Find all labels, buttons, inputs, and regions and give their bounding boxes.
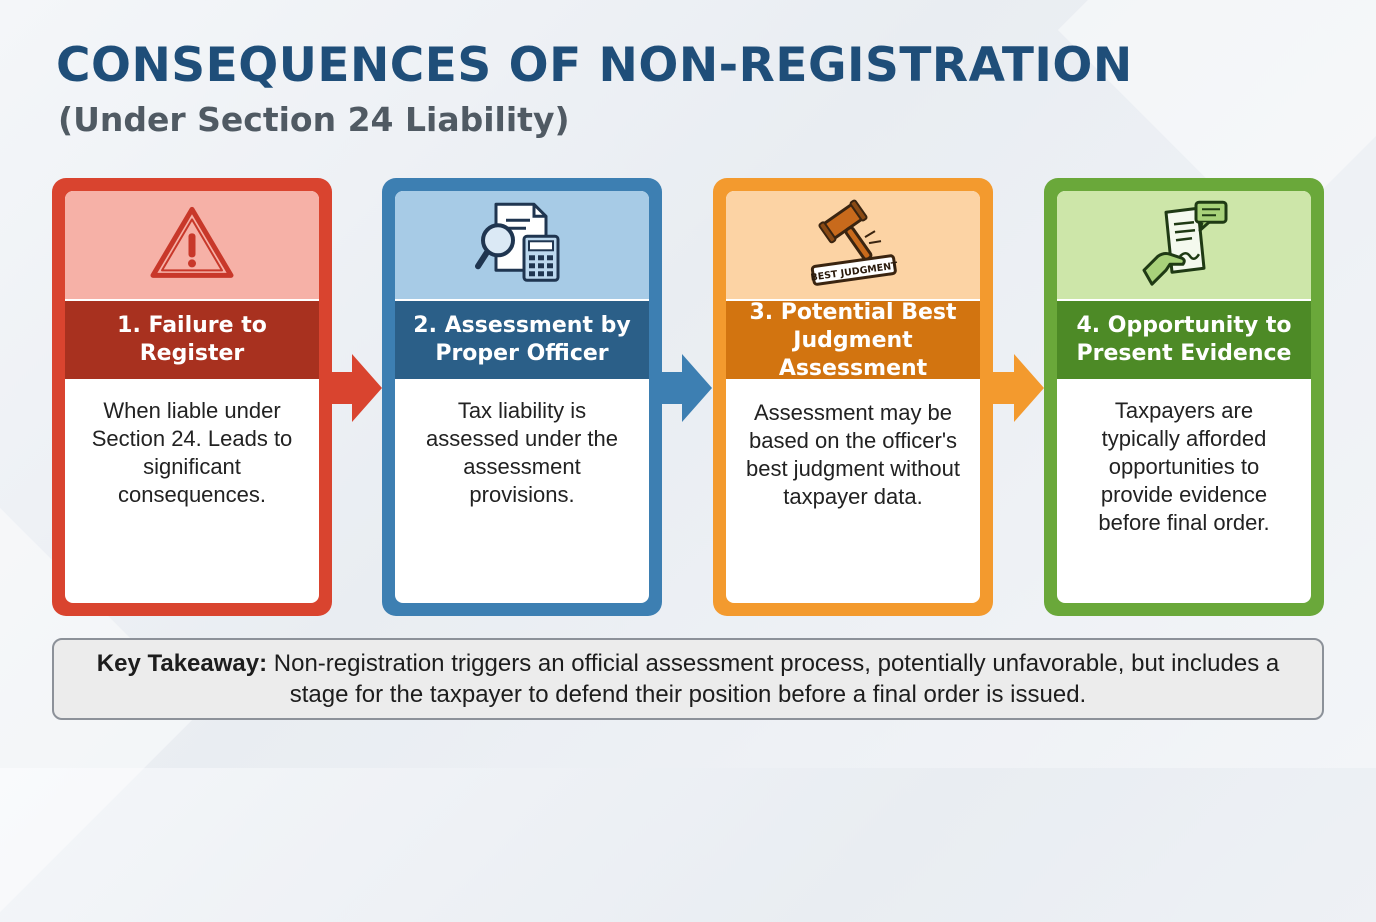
step-icon-area xyxy=(1057,191,1311,299)
step-icon-area xyxy=(65,191,319,299)
step-title-line: Register xyxy=(139,341,245,366)
step-title-line: Judgment xyxy=(793,328,913,353)
step-icon-area xyxy=(395,191,649,299)
step-title-line: 1. Failure to xyxy=(117,313,267,338)
step-card-body: 2. Assessment by Proper Officer Tax liab… xyxy=(395,191,649,603)
step-title-line: Proper Officer xyxy=(435,341,609,366)
magnifier-calculator-icon xyxy=(475,202,560,282)
step-icon-area: BEST JUDGMENT xyxy=(726,191,980,299)
step-title-line: Present Evidence xyxy=(1076,341,1292,366)
step-card-body: 1. Failure to Register When liable under… xyxy=(65,191,319,603)
step-description: Assessment may be based on the officer's… xyxy=(745,400,961,509)
arrow-right-icon xyxy=(322,354,382,422)
step-description: Taxpayers are typically afforded opportu… xyxy=(1098,398,1270,535)
step-title-band: 2. Assessment by Proper Officer xyxy=(395,301,649,379)
step-title-line: 4. Opportunity to xyxy=(1076,313,1292,338)
arrow-right-icon xyxy=(984,354,1044,422)
step-card-2: 2. Assessment by Proper Officer Tax liab… xyxy=(382,178,662,616)
key-takeaway-box: Key Takeaway: Non-registration triggers … xyxy=(52,638,1324,720)
step-card-4: 4. Opportunity to Present Evidence Taxpa… xyxy=(1044,178,1324,616)
key-takeaway-text: Non-registration triggers an official as… xyxy=(273,650,1280,708)
step-card-body: BEST JUDGMENT 3. Potential Best Judgment… xyxy=(726,191,980,603)
arrow-right-icon xyxy=(652,354,712,422)
step-title-line: Assessment xyxy=(778,356,928,381)
step-card-3: BEST JUDGMENT 3. Potential Best Judgment… xyxy=(713,178,993,616)
step-title-band: 3. Potential Best Judgment Assessment xyxy=(726,300,980,381)
step-title-band: 4. Opportunity to Present Evidence xyxy=(1057,301,1311,379)
step-title-line: 3. Potential Best xyxy=(749,300,957,325)
step-card-body: 4. Opportunity to Present Evidence Taxpa… xyxy=(1057,191,1311,603)
page-subtitle: (Under Section 24 Liability) xyxy=(58,100,570,139)
document-hand-chat-icon xyxy=(1142,200,1228,286)
warning-triangle-icon xyxy=(150,206,234,278)
step-title-band: 1. Failure to Register xyxy=(65,301,319,379)
page-title: CONSEQUENCES OF NON-REGISTRATION xyxy=(56,38,1133,93)
step-description: When liable under Section 24. Leads to s… xyxy=(91,398,293,507)
step-description: Tax liability is assessed under the asse… xyxy=(425,398,619,507)
key-takeaway-label: Key Takeaway: xyxy=(96,650,268,677)
gavel-stamp-icon: BEST JUDGMENT xyxy=(810,199,899,286)
step-title-line: 2. Assessment by xyxy=(413,313,631,338)
step-card-1: 1. Failure to Register When liable under… xyxy=(52,178,332,616)
